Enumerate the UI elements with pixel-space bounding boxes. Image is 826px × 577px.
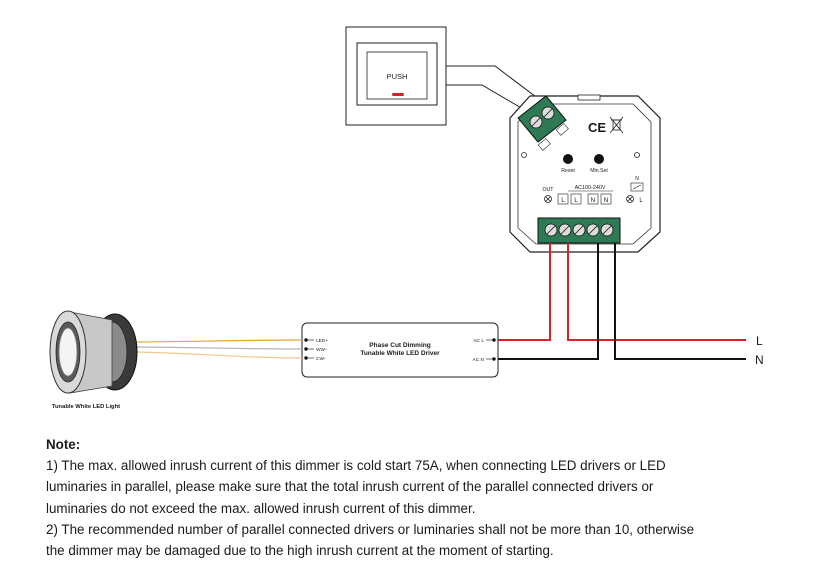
mains-l-label: L [756, 334, 763, 348]
push-terminal-block [517, 95, 569, 151]
out-label: OUT [543, 187, 555, 193]
terminal-label-4: N [604, 197, 609, 204]
minset-label: Min.Set [590, 168, 608, 174]
neutral-wire-to-driver [498, 243, 599, 360]
earth-terminal-icon [626, 195, 634, 203]
led-light [49, 310, 138, 394]
terminal-label-3: N [591, 197, 596, 204]
driver-port-led-plus: LED+ [316, 338, 328, 344]
ce-mark: CE [588, 120, 606, 135]
out-terminal-icon [544, 195, 552, 203]
minset-button [594, 154, 604, 164]
driver-title-line1: Phase Cut Dimming [369, 342, 430, 349]
dimmer-terminal-labels: L L N N [557, 193, 612, 205]
led-driver: Phase Cut Dimming Tunable White LED Driv… [301, 322, 499, 378]
neutral-wire-to-mains [614, 243, 746, 360]
push-indicator-led [392, 93, 404, 96]
wiring [498, 243, 746, 360]
led-light-label: Tunable White LED Light [52, 404, 120, 410]
switch-cable [446, 65, 549, 117]
terminal-label-1: L [561, 197, 565, 204]
reset-label: Reset [561, 168, 575, 174]
push-switch: PUSH [345, 26, 447, 126]
mains-symbol-icon [630, 182, 644, 192]
earth-l-mark: L [639, 198, 643, 204]
driver-port-ww: WW- [316, 347, 327, 353]
driver-title-line2: Tunable White LED Driver [360, 350, 440, 357]
note-item1-line1: 1) The max. allowed inrush current of th… [46, 458, 666, 474]
mains-n-label: N [755, 353, 764, 367]
note-section: Note: 1) The max. allowed inrush current… [46, 434, 816, 561]
n-label: N [635, 176, 639, 182]
driver-port-ac-n: AC N [473, 357, 485, 363]
driver-port-cw: CW- [316, 356, 326, 362]
output-terminal-block [537, 217, 621, 244]
live-wire-to-mains [567, 243, 746, 341]
push-label: PUSH [387, 72, 408, 81]
wiring-diagram: PUSH CE [49, 26, 764, 410]
dimmer-module: CE Reset Min.Set OUT AC100-240V N [509, 94, 661, 253]
note-item1-line2: luminaries in parallel, please make sure… [46, 479, 654, 495]
driver-port-ac-l: AC L [473, 338, 484, 344]
note-item2-line2: the dimmer may be damaged due to the hig… [46, 543, 554, 559]
reset-button [563, 154, 573, 164]
light-cable [127, 339, 303, 359]
note-item1-line3: luminaries do not exceed the max. allowe… [46, 500, 476, 516]
weee-bin-icon [609, 116, 624, 134]
note-item2-line1: 2) The recommended number of parallel co… [46, 521, 695, 537]
live-wire-to-driver [498, 243, 551, 341]
note-title: Note: [46, 437, 81, 452]
terminal-label-2: L [574, 197, 578, 204]
ac-voltage-label: AC100-240V [575, 185, 606, 191]
